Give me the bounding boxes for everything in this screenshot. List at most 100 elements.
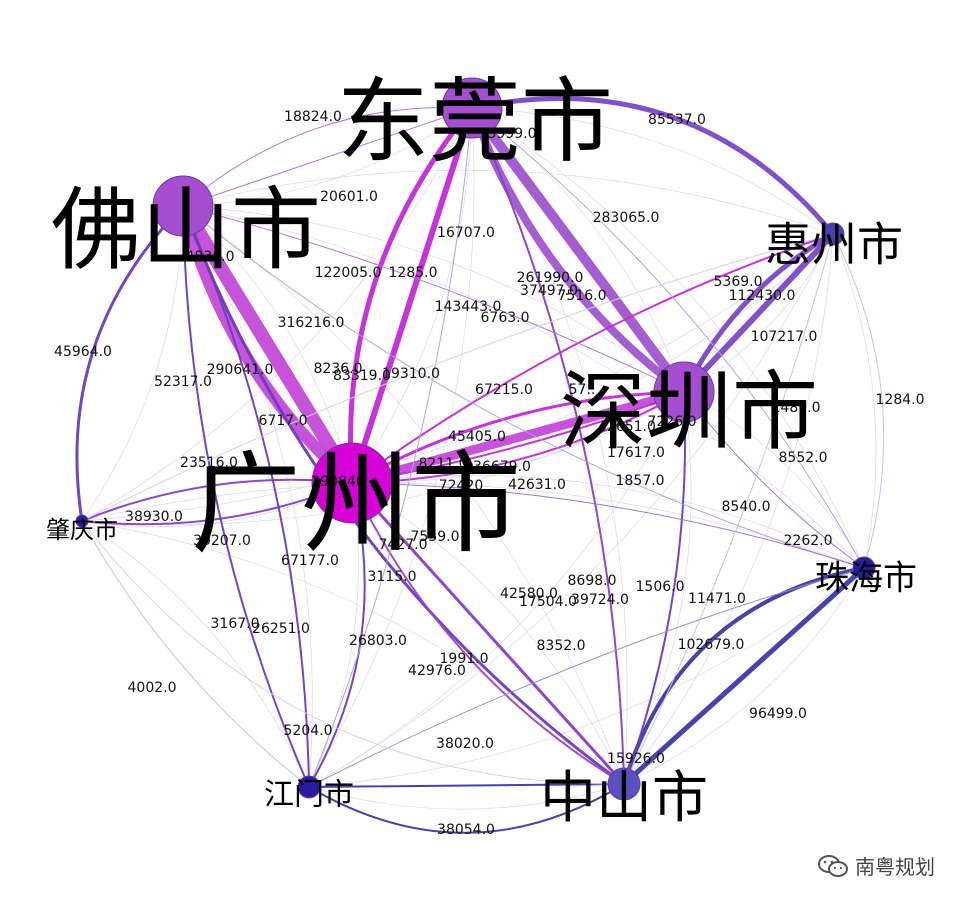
faint-arc [81,483,865,569]
edge-dg-jm [308,107,473,788]
edge-label: 52317.0 [154,374,212,390]
edge-label: 2262.0 [784,533,833,549]
node-sz [653,361,715,423]
node-label-gz: 广州市 [191,440,521,568]
node-gz [311,442,393,524]
node-labels-layer: 东莞市佛山市惠州市深圳市广州市肇庆市珠海市中山市江门市 [46,68,917,831]
nodes-layer [75,77,876,801]
edge-fs-zh [182,205,865,569]
edge-label: 5369.0 [714,274,763,290]
edge-label: 30207.0 [193,533,251,549]
node-label-zq: 肇庆市 [46,516,118,544]
edge-gz-jm [308,482,366,788]
edge-label: 6717.0 [259,413,308,429]
edge-label: 96499.0 [749,706,807,722]
edge-sz-zh [683,391,865,569]
edge-fs-sz [182,205,685,393]
edge-fs-jm [182,205,310,788]
edge-label: 18824.0 [284,109,342,125]
edge-label: 8552.0 [779,450,828,466]
edge-gz-sz [347,387,689,488]
edge-label: 3115.0 [368,569,417,585]
edge-label: 11471.0 [688,591,746,607]
edge-label: 42631.0 [508,477,566,493]
edge-label: 8211.0 [419,456,468,472]
edge-jm-zs [308,783,625,834]
node-label-sz: 深圳市 [560,362,818,462]
faint-arc [308,567,865,788]
edge-label: 7427.0 [379,537,428,553]
faint-arc [471,107,865,569]
faint-arc [182,205,353,484]
edge-label: 85537.0 [648,112,706,128]
background-faint-arcs [81,107,877,810]
edge-label: 8540.0 [722,499,771,515]
edge-hz-zh [832,233,885,569]
edge-label: 1857.0 [616,473,665,489]
edge-sz-zs [623,391,687,785]
edge-label: 316216.0 [278,315,345,331]
edge-label: 112430.0 [729,288,796,304]
faint-arc [308,391,685,788]
edge-label: 3167.0 [211,616,260,632]
node-label-zs: 中山市 [540,766,708,831]
edge-label: 17504.0 [519,594,577,610]
edge-label: 1285.0 [389,265,438,281]
faint-arc [351,107,473,484]
edge-zq-jm [81,520,310,788]
edge-dg-sz [467,103,689,397]
faint-arc [351,391,685,484]
edges-layer [75,96,885,834]
edge-gz-hz [351,233,834,484]
edge-label: 8352.0 [537,638,586,654]
edge-label: 23516.0 [180,455,238,471]
edge-gz-fs [177,200,358,489]
edge-label: 7226.0 [648,414,697,430]
edge-gz-zs [350,481,626,786]
edge-label: 42651.0 [598,419,656,435]
edge-jm-zs [308,783,625,788]
edge-gz-zh [351,482,865,569]
edge-label: 20601.0 [320,189,378,205]
edge-gz-sz [350,390,686,485]
watermark: 南粤规划 [817,851,935,880]
edge-dg-hz [469,96,836,237]
edge-label: 1284.0 [876,392,925,408]
edge-label: 4836.0 [186,249,235,265]
edge-label: 4002.0 [128,680,177,696]
faint-arc [182,205,865,569]
edge-label: 107217.0 [751,329,818,345]
faint-arc [351,475,865,569]
faint-arc [351,482,625,785]
edge-zq-zs [81,520,625,785]
faint-arc [623,391,692,785]
faint-arc [683,391,865,569]
edge-label: 1489.0 [772,400,821,416]
edge-fs-zq [75,204,185,523]
wechat-icon [818,854,848,877]
faint-arc [81,205,184,522]
edge-zh-zs [621,565,867,787]
faint-arc [182,107,473,207]
edge-label: 8236.0 [314,361,363,377]
node-label-dg: 东莞市 [337,68,613,175]
edge-label: 5999.0 [488,126,537,142]
node-fs [152,175,214,237]
edge-label: 38930.0 [125,509,183,525]
faint-arc [182,205,685,393]
edge-gz-dg [349,105,475,486]
faint-arc [308,783,625,810]
edge-label: 26251.0 [252,621,310,637]
edge-zh-jm [308,567,865,788]
edge-label: 122005.0 [315,265,382,281]
faint-arc [81,520,310,788]
node-jm [297,775,321,799]
faint-arc [832,233,877,569]
edge-label: 17617.0 [607,445,665,461]
faint-arc [623,567,865,785]
edge-label: 7559.0 [411,529,460,545]
edge-label: 45405.0 [448,429,506,445]
node-label-jm: 江门市 [264,778,354,813]
faint-arc [182,205,625,785]
